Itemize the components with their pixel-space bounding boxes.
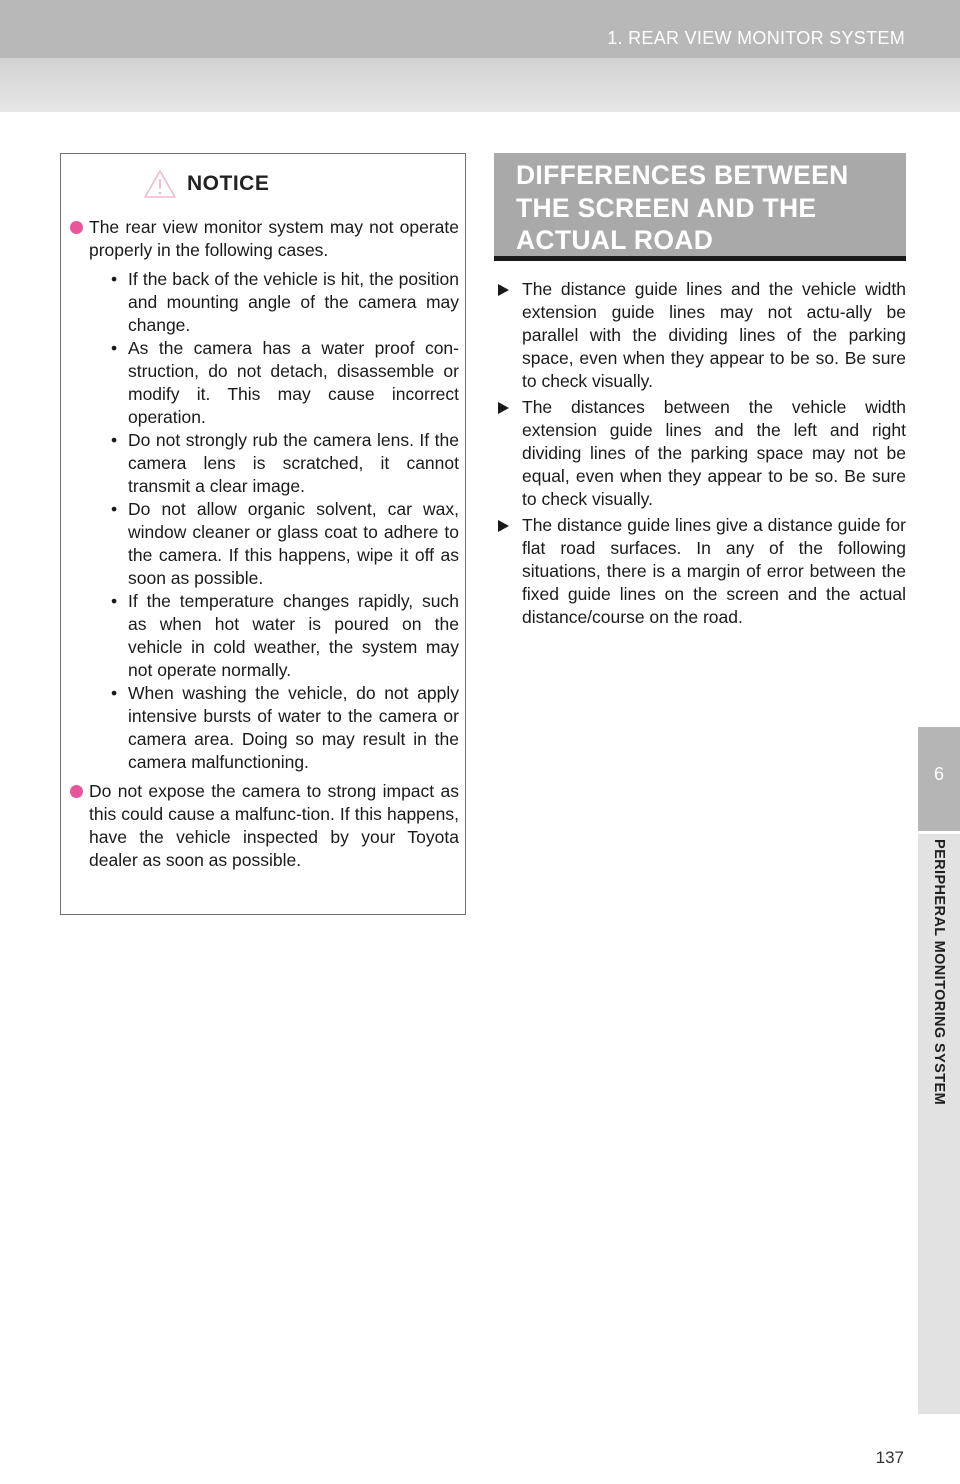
differences-item: The distance guide lines give a distance… — [498, 514, 906, 629]
differences-item-text: The distance guide lines and the vehicle… — [522, 279, 906, 391]
notice-sub-item: •As the camera has a water proof con-str… — [111, 338, 459, 427]
notice-sub-text: When washing the vehicle, do not apply i… — [128, 683, 459, 772]
differences-item-text: The distance guide lines give a distance… — [522, 515, 906, 627]
notice-box: NOTICE The rear view monitor system may … — [60, 153, 466, 915]
triangle-bullet-icon — [498, 284, 509, 296]
notice-sub-list: •If the back of the vehicle is hit, the … — [109, 268, 459, 774]
chapter-label: PERIPHERAL MONITORING SYSTEM — [931, 839, 947, 1106]
differences-heading: DIFFERENCES BETWEEN THE SCREEN AND THE A… — [494, 153, 906, 261]
chapter-number-tab[interactable]: 6 — [918, 727, 960, 831]
heading-line: DIFFERENCES BETWEEN — [516, 160, 849, 190]
bullet-dot-icon — [70, 785, 83, 798]
notice-item-text: The rear view monitor system may not ope… — [89, 217, 459, 260]
notice-item: The rear view monitor system may not ope… — [69, 216, 459, 774]
notice-sub-item: •Do not allow organic solvent, car wax, … — [111, 499, 459, 588]
page-number: 137 — [875, 1448, 904, 1467]
notice-sub-item: •Do not strongly rub the camera lens. If… — [111, 430, 459, 496]
notice-sub-text: Do not allow organic solvent, car wax, w… — [128, 499, 459, 588]
notice-sub-item: •When washing the vehicle, do not apply … — [111, 683, 459, 772]
triangle-bullet-icon — [498, 520, 509, 532]
differences-heading-text: DIFFERENCES BETWEEN THE SCREEN AND THE A… — [516, 159, 896, 257]
notice-sub-text: If the temperature changes rapidly, such… — [128, 591, 459, 680]
header-band — [0, 0, 960, 112]
notice-sub-text: As the camera has a water proof con-stru… — [128, 338, 459, 427]
notice-sub-text: If the back of the vehicle is hit, the p… — [128, 269, 459, 335]
chapter-number: 6 — [933, 764, 944, 784]
notice-item-text: Do not expose the camera to strong impac… — [89, 781, 459, 870]
chapter-label-tab[interactable]: PERIPHERAL MONITORING SYSTEM — [918, 834, 960, 1414]
section-title: 1. REAR VIEW MONITOR SYSTEM — [607, 28, 905, 48]
notice-sub-text: Do not strongly rub the camera lens. If … — [128, 430, 459, 496]
header-band-dark — [0, 0, 960, 58]
notice-sub-item: •If the temperature changes rapidly, suc… — [111, 591, 459, 680]
triangle-bullet-icon — [498, 402, 509, 414]
warning-triangle-icon — [144, 170, 176, 198]
heading-line: THE SCREEN AND THE — [516, 192, 817, 223]
differences-list: The distance guide lines and the vehicle… — [498, 278, 906, 632]
bullet-dot-icon — [70, 221, 83, 234]
differences-item-text: The distances between the vehicle width … — [522, 397, 906, 509]
differences-item: The distance guide lines and the vehicle… — [498, 278, 906, 393]
notice-body: The rear view monitor system may not ope… — [69, 216, 459, 874]
differences-item: The distances between the vehicle width … — [498, 396, 906, 511]
notice-label: NOTICE — [187, 172, 270, 195]
notice-item: Do not expose the camera to strong impac… — [69, 780, 459, 872]
notice-sub-item: •If the back of the vehicle is hit, the … — [111, 269, 459, 335]
heading-line: ACTUAL ROAD — [516, 225, 714, 255]
notice-header: NOTICE — [143, 164, 269, 204]
